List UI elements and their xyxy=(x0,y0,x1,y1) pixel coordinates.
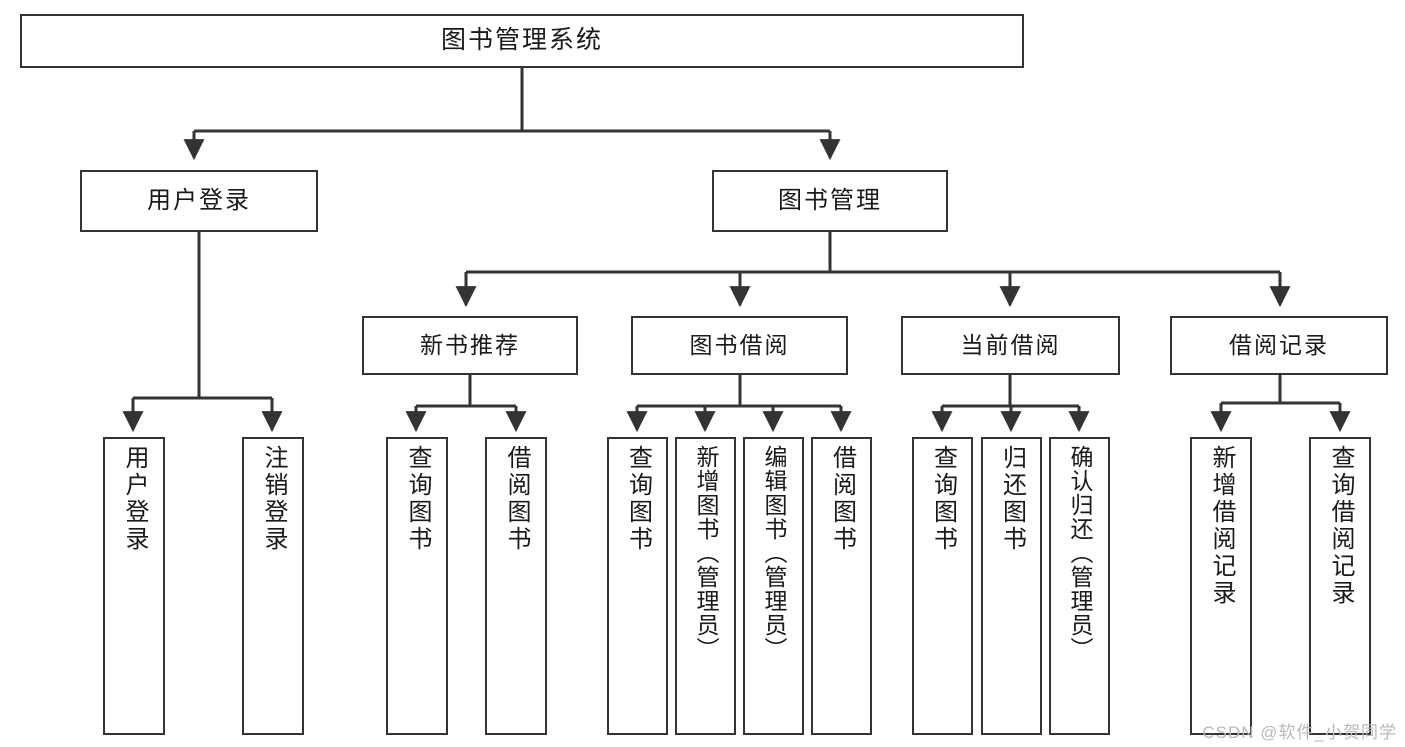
node-leaf-borrow-book-1[interactable]: 借阅图书 xyxy=(485,437,547,735)
node-label: 查询图书 xyxy=(404,445,431,553)
node-current-borrow[interactable]: 当前借阅 xyxy=(901,316,1120,375)
node-label: 归还图书 xyxy=(998,445,1026,553)
node-label: 借阅记录 xyxy=(1229,331,1329,358)
node-label: 查询借阅记录 xyxy=(1327,445,1354,607)
node-leaf-add-book-admin[interactable]: 新增图书（管理员） xyxy=(675,437,736,735)
node-label: 图书借阅 xyxy=(689,331,790,358)
node-label: 新增图书（管理员） xyxy=(693,445,719,661)
node-leaf-user-login[interactable]: 用户登录 xyxy=(103,437,165,735)
node-book-borrow[interactable]: 图书借阅 xyxy=(631,316,848,375)
node-label: 借阅图书 xyxy=(503,445,530,553)
node-leaf-logout-login[interactable]: 注销登录 xyxy=(242,437,304,735)
node-new-book-recommend[interactable]: 新书推荐 xyxy=(362,316,578,375)
node-label: 当前借阅 xyxy=(960,331,1061,358)
node-leaf-query-book-1[interactable]: 查询图书 xyxy=(386,437,448,735)
node-root-system[interactable]: 图书管理系统 xyxy=(20,14,1024,68)
node-leaf-borrow-book-2[interactable]: 借阅图书 xyxy=(811,437,872,735)
node-label: 注销登录 xyxy=(260,445,287,553)
node-label: 用户登录 xyxy=(147,186,251,214)
node-label: 图书管理 xyxy=(778,186,882,214)
node-label: 查询图书 xyxy=(624,445,652,553)
node-book-management[interactable]: 图书管理 xyxy=(712,170,948,232)
node-label: 用户登录 xyxy=(121,445,148,553)
node-label: 查询图书 xyxy=(929,445,957,553)
node-borrow-record[interactable]: 借阅记录 xyxy=(1170,316,1388,375)
node-leaf-add-borrow-record[interactable]: 新增借阅记录 xyxy=(1190,437,1252,735)
node-leaf-query-book-2[interactable]: 查询图书 xyxy=(607,437,668,735)
node-label: 新增借阅记录 xyxy=(1208,445,1235,607)
node-label: 借阅图书 xyxy=(828,445,856,553)
node-label: 图书管理系统 xyxy=(440,26,603,55)
node-user-login[interactable]: 用户登录 xyxy=(80,170,318,232)
node-leaf-query-book-3[interactable]: 查询图书 xyxy=(912,437,973,735)
node-leaf-return-book[interactable]: 归还图书 xyxy=(981,437,1042,735)
node-label: 确认归还（管理员） xyxy=(1067,445,1093,661)
node-label: 新书推荐 xyxy=(420,331,520,358)
node-leaf-query-borrow-record[interactable]: 查询借阅记录 xyxy=(1309,437,1371,735)
node-leaf-confirm-return-admin[interactable]: 确认归还（管理员） xyxy=(1049,437,1110,735)
watermark: CSDN @软件_小贺同学 xyxy=(1202,723,1397,742)
node-leaf-edit-book-admin[interactable]: 编辑图书（管理员） xyxy=(743,437,804,735)
node-label: 编辑图书（管理员） xyxy=(761,445,787,661)
